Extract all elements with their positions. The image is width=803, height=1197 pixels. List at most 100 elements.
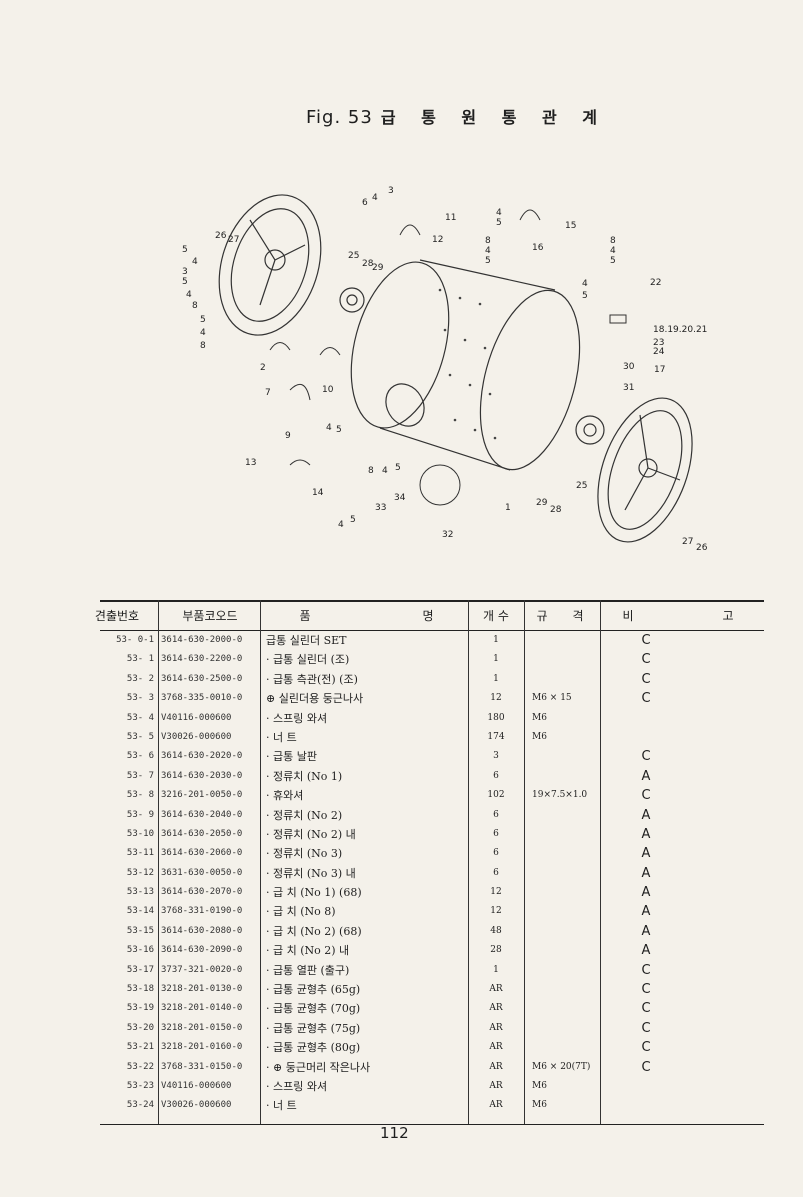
cell-index: 53-10 bbox=[126, 828, 154, 839]
cell-name: ⊕ 실린더용 둥근나사 bbox=[266, 692, 364, 706]
table-bottom-rule bbox=[100, 1124, 764, 1125]
cell-code: 3614-630-2060-0 bbox=[161, 848, 243, 859]
cell-index: 53-12 bbox=[126, 867, 154, 878]
header-code: 부품코오드 bbox=[182, 609, 238, 623]
cell-code: 3614-630-2020-0 bbox=[161, 751, 243, 762]
cell-remark: A bbox=[641, 885, 651, 901]
cell-remark: A bbox=[641, 768, 651, 784]
cell-code: 3768-331-0190-0 bbox=[161, 906, 243, 917]
cell-name: · 스프링 와셔 bbox=[266, 711, 328, 725]
cell-index: 53-23 bbox=[126, 1080, 154, 1091]
cell-remark: A bbox=[641, 904, 651, 920]
cell-qty: AR bbox=[489, 1061, 503, 1072]
cell-code: 3614-630-2040-0 bbox=[161, 809, 243, 820]
cell-code: 3614-630-2200-0 bbox=[161, 654, 243, 665]
cell-qty: 6 bbox=[493, 848, 499, 859]
svg-text:8: 8 bbox=[200, 341, 206, 351]
cell-code: 3614-630-2080-0 bbox=[161, 925, 243, 936]
cell-index: 53-24 bbox=[126, 1100, 154, 1111]
header-name-left: 품 bbox=[299, 609, 311, 623]
svg-text:5: 5 bbox=[496, 218, 502, 228]
svg-text:3: 3 bbox=[182, 267, 188, 277]
drum-cylinder bbox=[350, 259, 581, 471]
svg-text:25: 25 bbox=[576, 481, 587, 491]
header-qty: 개 수 bbox=[483, 609, 509, 623]
svg-text:8: 8 bbox=[192, 301, 198, 311]
cell-remark: C bbox=[641, 652, 651, 668]
cell-remark: C bbox=[641, 749, 651, 765]
cell-name: · 스프링 와셔 bbox=[266, 1079, 328, 1093]
cell-code: 3218-201-0150-0 bbox=[161, 1022, 243, 1033]
cell-spec: M6 bbox=[532, 731, 547, 742]
cell-name: · 급 치 (No 2) (68) bbox=[266, 924, 362, 938]
cell-name: · 급통 균형추 (80g) bbox=[266, 1041, 361, 1055]
cell-spec: M6 bbox=[532, 712, 547, 723]
svg-text:5: 5 bbox=[200, 315, 206, 325]
cell-name: · 너 트 bbox=[266, 730, 297, 744]
cell-qty: 6 bbox=[493, 828, 499, 839]
cell-qty: 6 bbox=[493, 867, 499, 878]
cell-code: 3216-201-0050-0 bbox=[161, 790, 243, 801]
cell-index: 53- 0-1 bbox=[116, 635, 154, 645]
cell-remark: C bbox=[641, 1001, 651, 1017]
cell-remark: A bbox=[641, 807, 651, 823]
cell-index: 53-16 bbox=[126, 945, 154, 956]
svg-text:4: 4 bbox=[485, 246, 491, 256]
cell-index: 53- 5 bbox=[126, 731, 154, 742]
cell-qty: 1 bbox=[493, 654, 499, 665]
svg-text:5: 5 bbox=[182, 277, 188, 287]
cell-qty: 12 bbox=[490, 887, 502, 898]
cell-spec: M6 bbox=[532, 1100, 547, 1111]
svg-text:4: 4 bbox=[326, 423, 332, 433]
cell-code: 3768-335-0010-0 bbox=[161, 693, 243, 704]
cell-qty: 6 bbox=[493, 770, 499, 781]
cell-index: 53- 4 bbox=[126, 712, 154, 723]
cell-remark: C bbox=[641, 691, 651, 707]
cell-name: · 급통 열판 (출구) bbox=[266, 963, 350, 977]
svg-text:32: 32 bbox=[442, 530, 453, 540]
cell-code: 3737-321-0020-0 bbox=[161, 964, 243, 975]
cell-qty: AR bbox=[489, 1003, 503, 1014]
cell-name: · 정류치 (No 3) bbox=[266, 847, 343, 861]
svg-text:4: 4 bbox=[338, 520, 344, 530]
cell-remark: A bbox=[641, 826, 651, 842]
cell-remark: A bbox=[641, 943, 651, 959]
svg-text:5: 5 bbox=[350, 515, 356, 525]
svg-text:14: 14 bbox=[312, 488, 324, 498]
svg-text:4: 4 bbox=[372, 193, 378, 203]
cell-index: 53- 2 bbox=[126, 673, 154, 684]
svg-text:26: 26 bbox=[215, 231, 227, 241]
svg-text:23: 23 bbox=[653, 338, 664, 348]
cell-name: · 급통 실린더 (조) bbox=[266, 653, 350, 667]
page-number: 112 bbox=[380, 1124, 409, 1142]
cell-spec: M6 × 15 bbox=[532, 693, 572, 704]
svg-text:7: 7 bbox=[265, 388, 271, 398]
svg-text:17: 17 bbox=[654, 365, 665, 375]
drum-end-plate-right bbox=[597, 397, 693, 543]
header-name-right: 명 bbox=[422, 609, 434, 623]
cell-code: 3614-630-2070-0 bbox=[161, 887, 243, 898]
cell-name: · 정류치 (No 2) bbox=[266, 808, 343, 822]
cell-remark: C bbox=[641, 962, 651, 978]
cell-qty: AR bbox=[489, 984, 503, 995]
cell-code: 3218-201-0140-0 bbox=[161, 1003, 243, 1014]
svg-text:25: 25 bbox=[348, 251, 359, 261]
svg-text:4: 4 bbox=[496, 208, 502, 218]
cell-code: V30026-000600 bbox=[161, 1100, 232, 1111]
cell-code: 3614-630-2090-0 bbox=[161, 945, 243, 956]
